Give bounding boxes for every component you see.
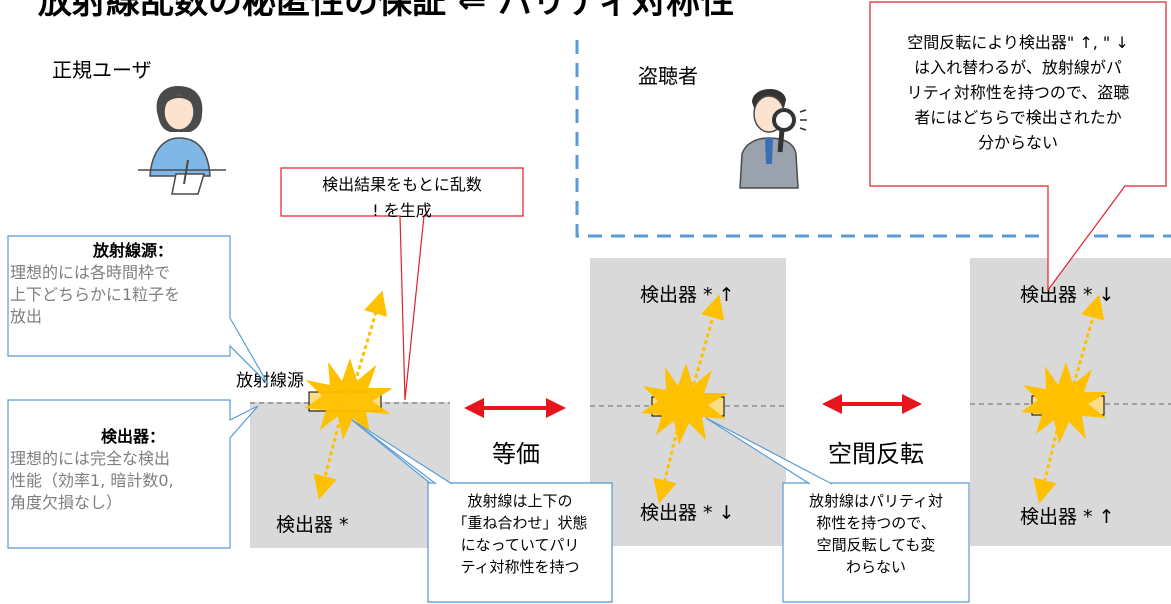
eavesdropper-label: 盗聴者 — [638, 64, 698, 88]
legit-user-label: 正規ユーザ — [52, 58, 152, 82]
radiation-burst-icon-2 — [641, 363, 728, 445]
parity-arrow — [822, 394, 922, 414]
callout-detector: 検出器： 理想的には完全な検出 性能（効率1, 暗計数0, 角度欠損なし） — [10, 427, 174, 512]
equivalent-label: 等価 — [492, 440, 540, 468]
equivalent-arrow — [464, 398, 566, 418]
woman-writing-icon — [138, 86, 226, 195]
callout-source: 放射線源： 理想的には各時間枠で 上下どちらかに1粒子を 放出 — [10, 241, 181, 326]
callout-parity: 放射線はパリティ対 称性を持つので、 空間反転しても変 わらない — [808, 492, 944, 576]
detector-panel-1 — [250, 402, 450, 548]
panel2-bottom-detector-label: 検出器 * ↓ — [640, 502, 735, 524]
man-with-magnifier-icon — [739, 88, 807, 189]
callout-eavesdropper: 空間反転により検出器" ↑, " ↓ は入れ替わるが、放射線がパ リティ対称性を… — [906, 33, 1130, 152]
radiation-burst-icon-3 — [1021, 362, 1108, 444]
source-label: 放射線源 — [236, 371, 304, 391]
panel1-detector-label: 検出器 * — [276, 514, 349, 536]
parity-label: 空間反転 — [828, 440, 924, 468]
callout-random-number: 検出結果をもとに乱数 ! を生成 — [322, 175, 482, 220]
page-title: 放射線乱数の秘匿性の保証 ⇐ パリティ対称性 — [38, 0, 735, 22]
callout-superposition: 放射線は上下の 「重ね合わせ」状態 になっていてパリ ティ対称性を持つ — [452, 492, 588, 576]
panel3-bottom-detector-label: 検出器 * ↑ — [1020, 506, 1115, 528]
